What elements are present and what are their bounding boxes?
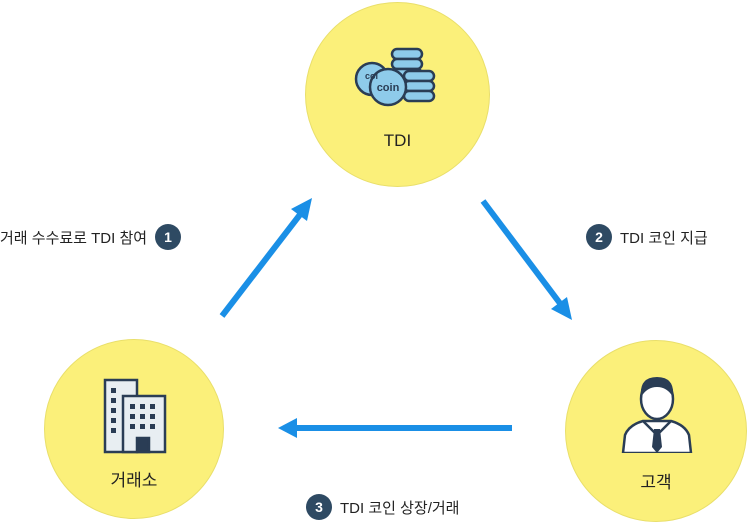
step-3: 3 TDI 코인 상장/거래: [306, 494, 459, 520]
customer-label: 고객: [640, 473, 672, 492]
step-1: 거래 수수료로 TDI 참여 1: [0, 224, 182, 250]
coin-back-text: coi: [365, 71, 378, 81]
exchange-node: 거래소: [44, 339, 224, 519]
arrowhead-exchange-to-tdi: [291, 198, 312, 221]
step-2: 2 TDI 코인 지급: [586, 224, 708, 250]
building-icon: [103, 378, 167, 454]
exchange-label: 거래소: [110, 471, 158, 490]
step-3-text: TDI 코인 상장/거래: [340, 499, 460, 517]
arrow-exchange-to-tdi: [219, 210, 305, 318]
arrowhead-tdi-to-customer: [551, 297, 572, 320]
step-2-text: TDI 코인 지급: [620, 229, 708, 247]
tdi-node: coi coin TDI: [305, 2, 490, 187]
tdi-label: TDI: [383, 131, 412, 150]
step-3-badge: 3: [306, 494, 332, 520]
arrowhead-customer-to-exchange: [278, 418, 297, 438]
step-1-text: 거래 수수료로 TDI 참여: [0, 229, 148, 247]
coin-stack-icon: coi coin: [354, 47, 436, 107]
businessman-icon: [621, 377, 693, 453]
coin-front-text: coin: [377, 82, 400, 94]
customer-node: 고객: [565, 340, 747, 522]
step-1-badge: 1: [155, 224, 182, 250]
step-2-badge: 2: [586, 224, 612, 250]
arrow-tdi-to-customer: [480, 199, 565, 308]
